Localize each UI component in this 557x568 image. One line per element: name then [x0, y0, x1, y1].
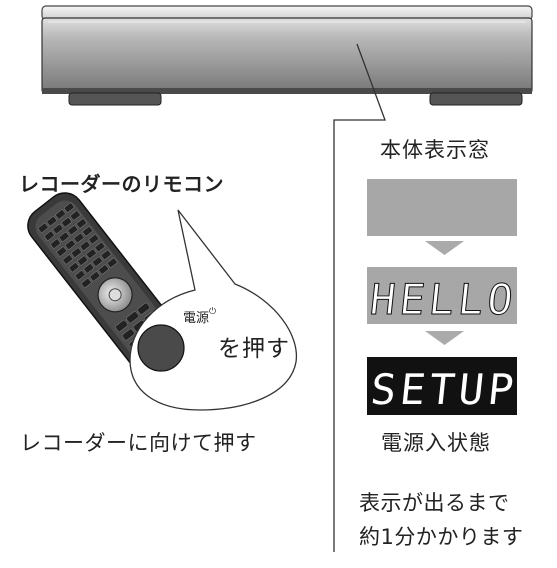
note: 表示が出るまで 約1分かかります — [359, 486, 523, 554]
note-line-2: 約1分かかります — [359, 525, 524, 549]
remote-caption: レコーダーに向けて押す — [20, 431, 257, 455]
display-blank — [367, 179, 517, 236]
recorder-device — [41, 5, 533, 106]
callout-line — [333, 43, 386, 552]
power-button-icon — [137, 324, 185, 372]
display-setup-text: SETUP — [368, 365, 520, 414]
body-display-label: 本体表示窓 — [380, 138, 490, 162]
down-arrow-1 — [425, 241, 464, 255]
note-line-1: 表示が出るまで — [359, 491, 510, 515]
power-state-label: 電源入状態 — [381, 431, 491, 455]
down-arrow-2 — [425, 331, 464, 345]
press-instruction: を押す — [218, 336, 290, 362]
display-hello-text: HELLO — [368, 275, 520, 324]
power-button-label: 電源⏻ — [183, 307, 216, 326]
remote-title: レコーダーのリモコン — [19, 172, 224, 196]
display-hello-box — [367, 267, 517, 324]
display-setup-box — [367, 357, 517, 415]
power-symbol-icon: ⏻ — [209, 307, 217, 317]
power-label-text: 電源 — [183, 311, 210, 326]
